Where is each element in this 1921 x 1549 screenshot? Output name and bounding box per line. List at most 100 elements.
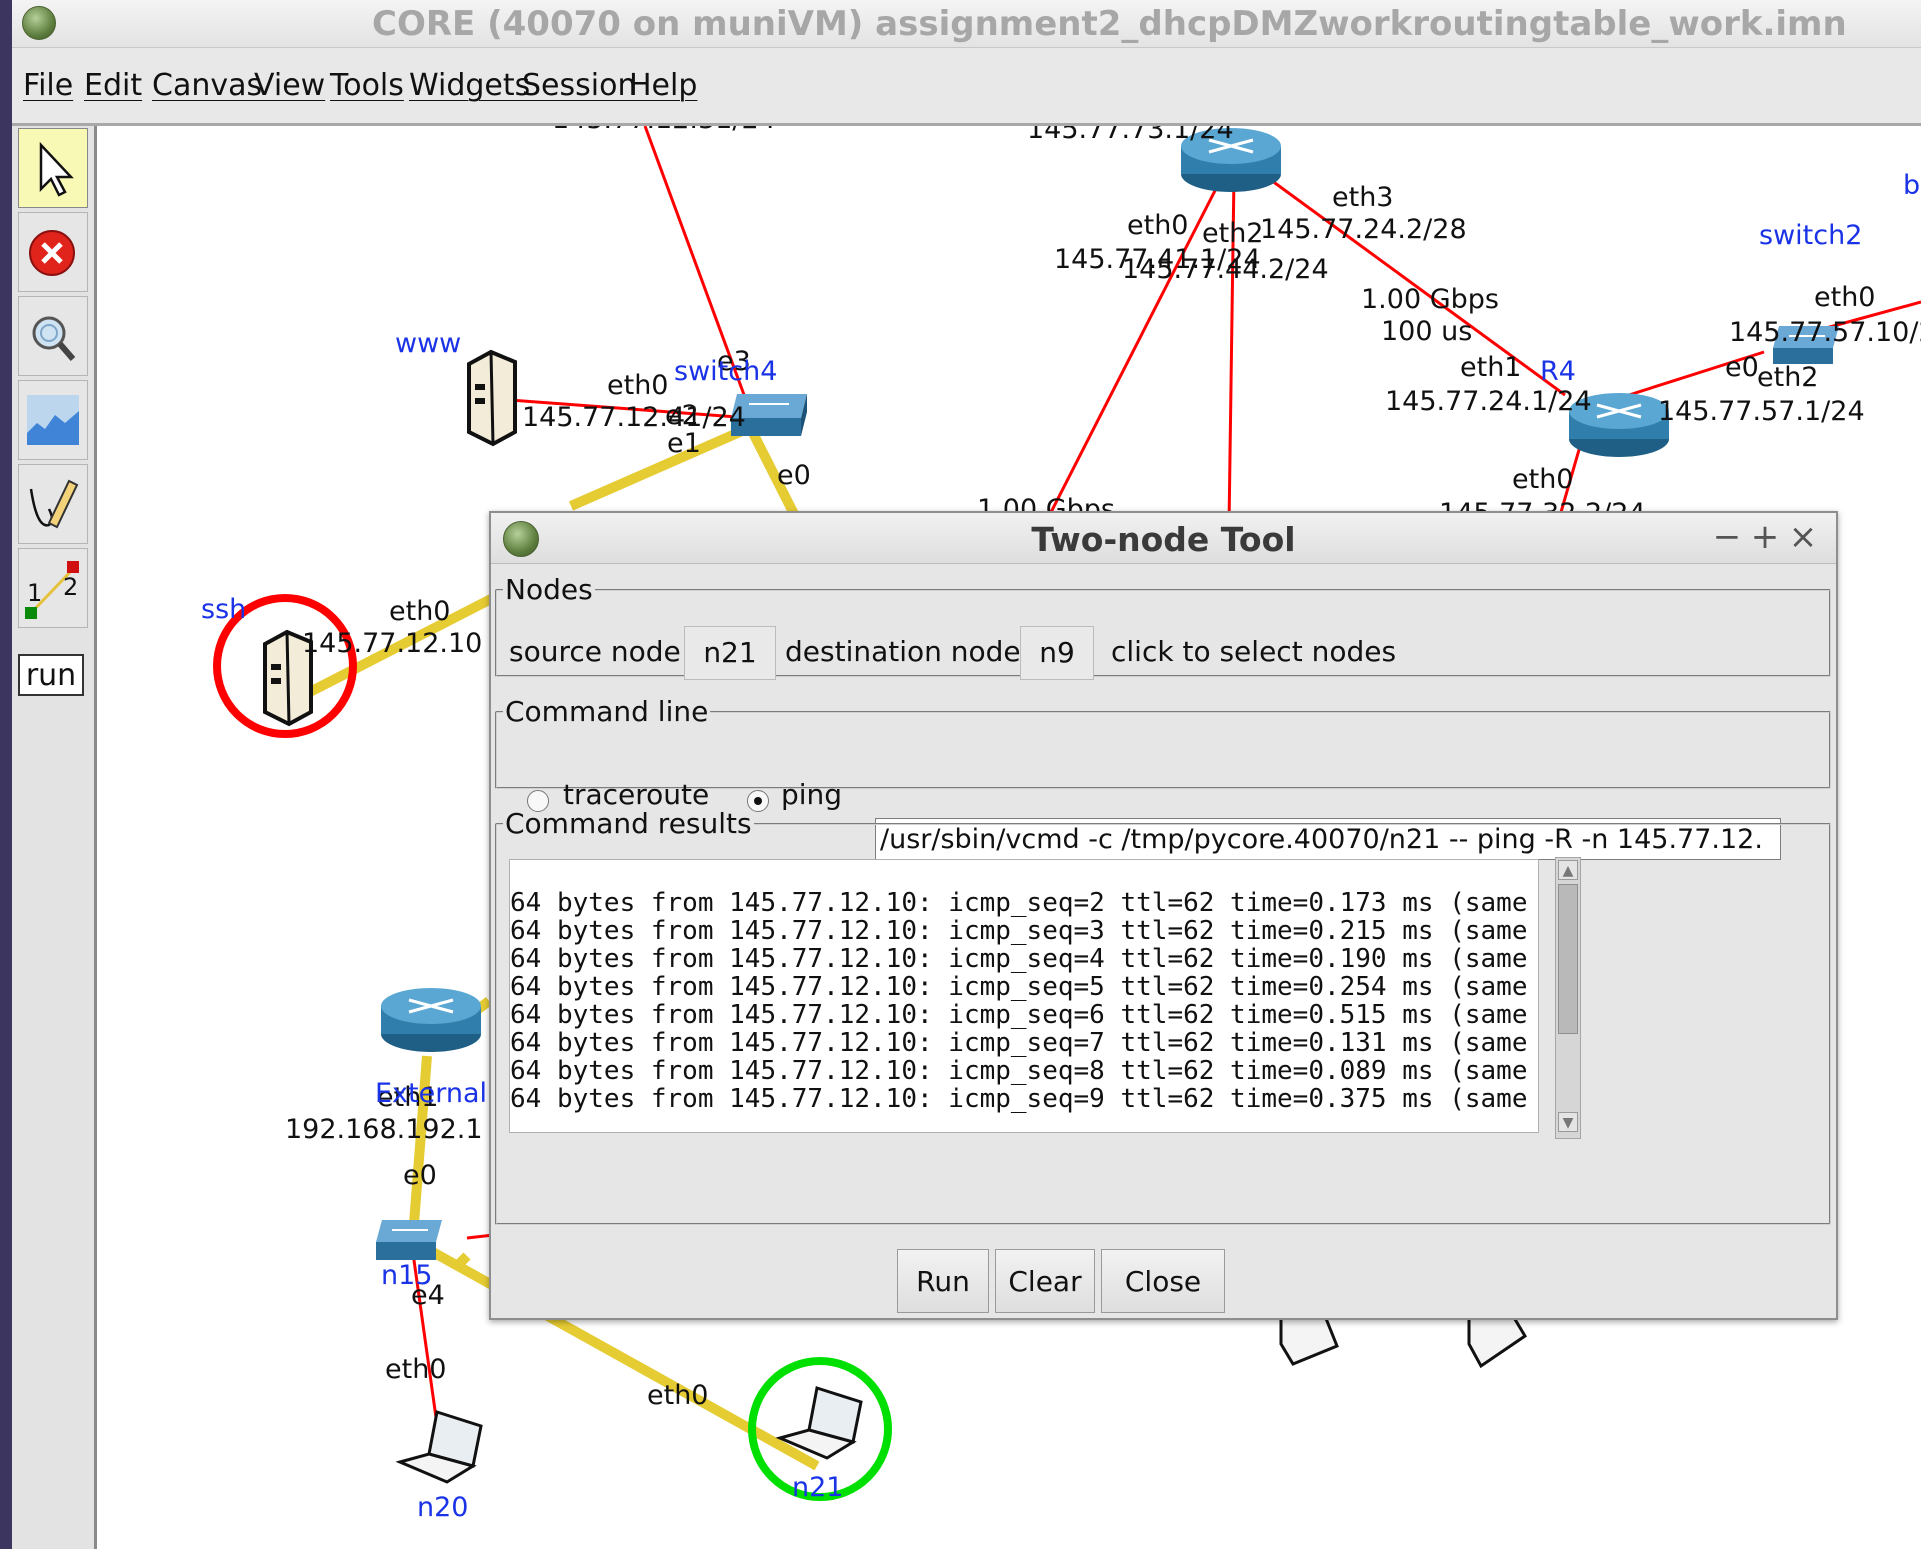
results-scrollbar[interactable]: ▲ ▼ (1555, 857, 1581, 1139)
laptop-n20[interactable] (395, 1410, 483, 1484)
label-sw4-e3: e3 (717, 346, 751, 377)
select-tool-button[interactable] (18, 128, 88, 208)
scroll-thumb[interactable] (1558, 884, 1578, 1034)
window-titlebar: CORE (40070 on muniVM) assignment2_dhcpD… (12, 0, 1921, 48)
close-window-button[interactable]: × (1788, 517, 1818, 557)
wlink-external-n15 (408, 1055, 432, 1237)
menu-session[interactable]: Session (522, 68, 637, 103)
label-ssh-addr: 145.77.12.10 (302, 628, 482, 659)
router-r4[interactable] (1569, 393, 1669, 457)
switch-n15[interactable] (376, 1220, 442, 1260)
label-sw2-addr: 145.77.57.10/24 (1729, 317, 1921, 348)
scroll-up-icon[interactable]: ▲ (1558, 860, 1578, 880)
laptop-partial-2[interactable] (1467, 1314, 1528, 1369)
result-line: 64 bytes from 145.77.12.10: icmp_seq=3 t… (510, 916, 1539, 946)
label-sw4-e0: e0 (777, 460, 811, 491)
maximize-button[interactable]: + (1750, 517, 1780, 557)
label-top-cut-addr: 145.77.12.31/24 (552, 126, 776, 135)
menu-canvas[interactable]: Canvas (152, 68, 263, 103)
label-n20-eth0: eth0 (385, 1354, 447, 1385)
core-logo-icon (503, 521, 539, 557)
clear-button[interactable]: Clear (995, 1249, 1095, 1313)
topology-canvas[interactable]: 145.77.12.31/24 145.77.73.1/24 eth3 eth0… (97, 104, 1921, 1549)
menu-help[interactable]: Help (629, 68, 698, 103)
label-www-eth0: eth0 (607, 370, 669, 401)
menu-view[interactable]: View (254, 68, 326, 103)
label-n15-e4: e4 (411, 1280, 445, 1311)
menu-file[interactable]: File (23, 68, 74, 103)
source-node-label: source node (509, 635, 681, 668)
link-n15-n20 (410, 1245, 442, 1447)
close-button[interactable]: Close (1101, 1249, 1225, 1313)
command-results-legend: Command results (505, 807, 752, 840)
menu-widgets[interactable]: Widgets (409, 68, 531, 103)
link-router-down (1227, 174, 1236, 527)
link-router-left (1042, 172, 1226, 527)
router-top[interactable] (1181, 128, 1281, 192)
label-r4-eth2-addr: 145.77.57.1/24 (1658, 396, 1865, 427)
minimize-button[interactable]: − (1712, 517, 1742, 557)
result-line: 64 bytes from 145.77.12.10: icmp_seq=7 t… (510, 1028, 1539, 1058)
laptop-partial-1[interactable] (1279, 1314, 1339, 1366)
command-line-group: Command line traceroute ping (495, 695, 1831, 860)
label-router-top-eth2-addr: 145.77.44.2/24 (1122, 254, 1329, 285)
router-external[interactable] (381, 988, 481, 1052)
ping-label[interactable]: ping (781, 778, 843, 811)
result-line: 64 bytes from 145.77.12.10: icmp_seq=8 t… (510, 1056, 1539, 1086)
result-line: 64 bytes from 145.77.12.10: icmp_seq=4 t… (510, 944, 1539, 974)
scroll-down-icon[interactable]: ▼ (1558, 1112, 1578, 1132)
traceroute-radio[interactable] (527, 790, 549, 812)
label-sw4-e2: e2 (665, 400, 699, 431)
node-label-top-right: ba (1903, 170, 1921, 201)
nodes-legend: Nodes (505, 573, 593, 606)
zoom-tool-button[interactable] (18, 296, 88, 376)
destination-node-label: destination node (785, 635, 1021, 668)
destination-highlight-ring (213, 594, 357, 738)
label-external-addr: 192.168.192.1 (285, 1114, 483, 1145)
label-delay-1: 100 us (1381, 316, 1472, 347)
two-node-digit-2: 2 (63, 573, 78, 601)
node-label-n15: n15 (381, 1260, 432, 1291)
wlink-switch4-down (747, 428, 800, 519)
command-results-group: Command results (495, 807, 1831, 1225)
wlink-switch4-left (568, 426, 745, 511)
graph-icon (27, 395, 79, 445)
source-node-field[interactable]: n21 (684, 626, 776, 680)
result-line: 64 bytes from 145.77.12.10: icmp_seq=5 t… (510, 972, 1539, 1002)
command-results-output[interactable]: 64 bytes from 145.77.12.10: icmp_seq=2 t… (509, 859, 1539, 1133)
label-router-top-eth3: eth3 (1332, 182, 1394, 213)
node-label-r4: R4 (1540, 356, 1576, 387)
nodes-group: Nodes (495, 573, 1831, 677)
label-n21-eth0: eth0 (647, 1380, 709, 1411)
laptop-n21[interactable] (775, 1386, 863, 1460)
run-button[interactable]: Run (897, 1249, 989, 1313)
destination-node-field[interactable]: n9 (1020, 626, 1094, 680)
traceroute-label[interactable]: traceroute (563, 778, 710, 811)
label-r4-eth0: eth0 (1512, 464, 1574, 495)
two-node-digit-1: 1 (27, 579, 42, 607)
label-r4-eth2: eth2 (1757, 362, 1819, 393)
ping-radio[interactable] (747, 790, 769, 812)
annotation-tool-button[interactable] (18, 464, 88, 544)
stop-icon (29, 230, 75, 276)
label-router-top-eth0-addr: 145.77.41.1/24 (1054, 244, 1261, 275)
link-r4-switch2 (1606, 350, 1765, 404)
stop-session-button[interactable] (18, 212, 88, 292)
label-router-top-eth2: eth2 (1202, 218, 1264, 249)
server-www[interactable] (467, 349, 517, 447)
throughput-widget-button[interactable] (18, 380, 88, 460)
link-www-switch4 (496, 397, 738, 419)
menu-edit[interactable]: Edit (84, 68, 143, 103)
switch-switch2[interactable] (1773, 326, 1839, 364)
label-speed-1: 1.00 Gbps (1361, 284, 1499, 315)
switch-switch4[interactable] (731, 394, 807, 436)
label-external-eth1: eth1 (377, 1082, 439, 1113)
pencil-curve-icon (29, 479, 79, 529)
label-www-addr: 145.77.12.41/24 (522, 402, 746, 433)
server-ssh[interactable] (263, 629, 313, 727)
menu-tools[interactable]: Tools (330, 68, 404, 103)
command-input[interactable] (875, 818, 1781, 860)
run-tool-button[interactable]: run (18, 654, 84, 696)
